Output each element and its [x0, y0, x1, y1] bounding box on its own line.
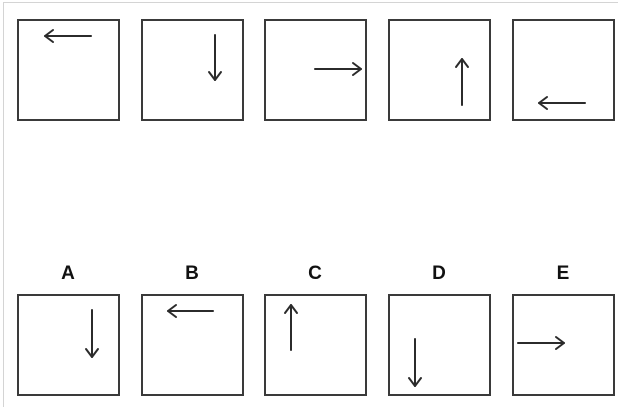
question-panel-4	[388, 19, 491, 121]
question-panel-5	[512, 19, 615, 121]
question-panel-3	[264, 19, 367, 121]
option-label-b: B	[185, 263, 199, 284]
option-label-e: E	[556, 263, 570, 284]
option-panel-b[interactable]	[141, 294, 244, 396]
option-panel-d[interactable]	[388, 294, 491, 396]
frame-left-border	[3, 2, 4, 407]
question-panel-1	[17, 19, 120, 121]
option-label-d: D	[432, 263, 446, 284]
option-label-c: C	[308, 263, 322, 284]
option-panel-a[interactable]	[17, 294, 120, 396]
question-panel-2	[141, 19, 244, 121]
option-panel-e[interactable]	[512, 294, 615, 396]
option-label-a: A	[61, 263, 75, 284]
option-panel-c[interactable]	[264, 294, 367, 396]
frame-top-border	[3, 2, 618, 3]
